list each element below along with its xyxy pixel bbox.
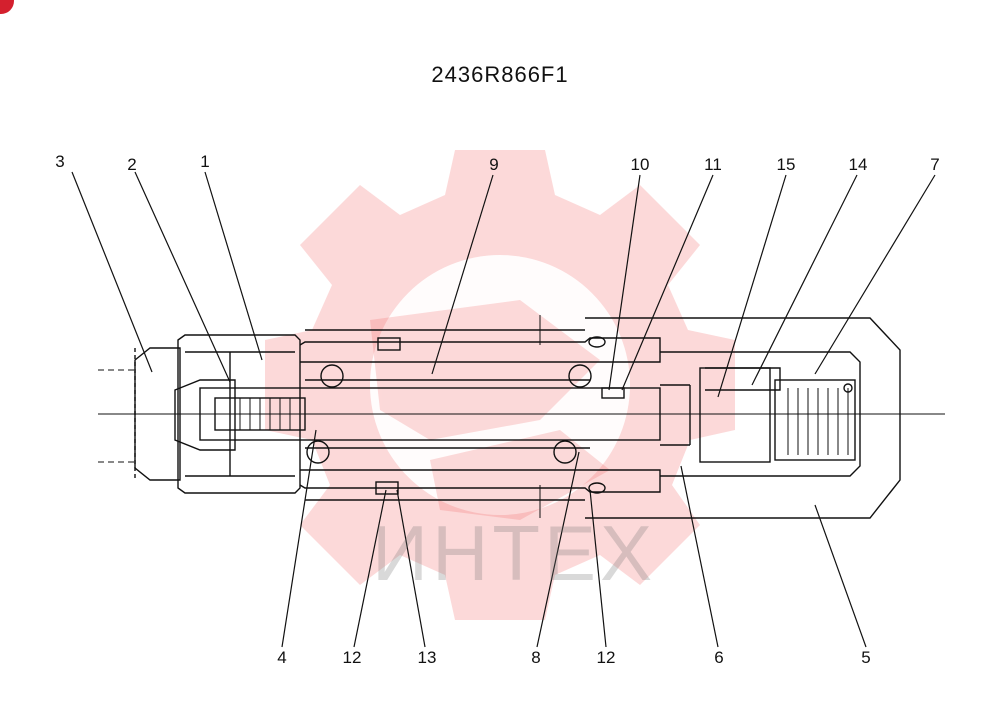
part-6-body <box>660 351 861 477</box>
drawing-number: 2436R866F1 <box>431 62 569 87</box>
label-12b: 12 <box>596 648 616 667</box>
part-7-spring <box>774 379 856 461</box>
label-10: 10 <box>630 155 650 174</box>
label-8: 8 <box>531 648 541 667</box>
part-8-ball <box>553 440 577 464</box>
label-6: 6 <box>714 648 724 667</box>
watermark-text: ИНТЕХ <box>372 509 657 597</box>
part-2-screw <box>174 379 236 451</box>
part-5-housing <box>585 317 901 519</box>
label-7: 7 <box>930 155 940 174</box>
part-12-oring-lower <box>375 481 399 495</box>
ball-upper-right <box>568 364 592 388</box>
label-13: 13 <box>417 648 437 667</box>
label-9: 9 <box>489 155 499 174</box>
ball-upper-left <box>320 364 344 388</box>
label-11: 11 <box>704 155 722 174</box>
label-14: 14 <box>848 155 868 174</box>
part-14-seat <box>705 367 781 391</box>
label-15: 15 <box>776 155 796 174</box>
part-10-ring <box>601 387 625 399</box>
label-1: 1 <box>200 152 210 171</box>
part-15-plug <box>699 367 771 463</box>
part-1-nut <box>177 334 301 494</box>
ball-lower-left <box>306 440 330 464</box>
part-12-oring-upper <box>377 337 401 351</box>
label-4: 4 <box>277 648 287 667</box>
label-2: 2 <box>127 155 137 174</box>
part-4-spool <box>199 387 661 441</box>
label-5: 5 <box>861 648 871 667</box>
part-9-sleeve <box>299 337 661 363</box>
label-12a: 12 <box>342 648 362 667</box>
label-3: 3 <box>55 152 65 171</box>
